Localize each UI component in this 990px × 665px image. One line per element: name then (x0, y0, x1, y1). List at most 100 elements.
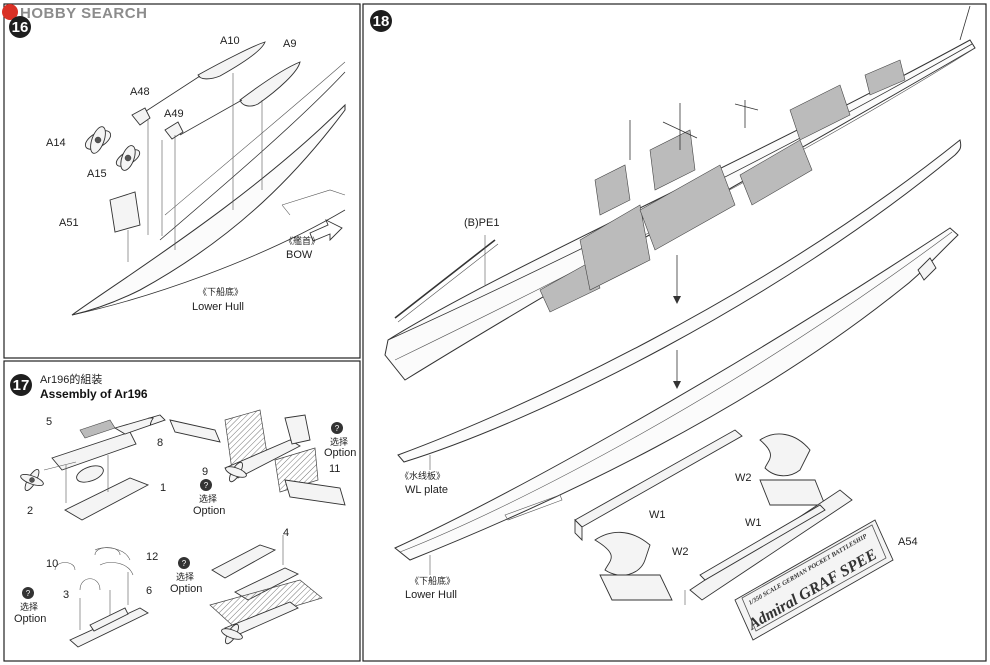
ar196-engine (76, 465, 104, 483)
ship-bridge (579, 204, 651, 291)
ar196-guide-c (43, 461, 77, 471)
label-a54: A54 (898, 536, 918, 548)
step17-badge (10, 374, 32, 396)
label-part-3: 3 (63, 589, 69, 601)
stand-w2-right-base (759, 479, 826, 506)
ar196-tail (113, 414, 166, 435)
label-w2-right: W2 (735, 472, 752, 484)
option-cn-1: 选择 (330, 436, 348, 447)
ship-pe-rail-inner (397, 243, 499, 323)
ship-turret-fore (539, 261, 601, 313)
step16-bow-arrow-icon (309, 219, 343, 242)
stand-w2-right (759, 433, 811, 477)
ship-stern-detail (864, 59, 906, 96)
label-a9: A9 (283, 38, 296, 50)
ar196-struts-10 (54, 547, 121, 591)
label-part-11: 11 (329, 463, 340, 475)
option-marker-2: ? 选择 Option (193, 479, 225, 517)
ship-aft-structure (739, 139, 813, 206)
step17: 17 Ar196的組装 Assembly of Ar196 ? (10, 372, 356, 648)
step18-number: 18 (373, 13, 390, 30)
svg-text:?: ? (26, 589, 31, 598)
step18-arrow-2-head-icon (673, 381, 681, 389)
label-part-10: 10 (46, 558, 58, 570)
stand-w2-left (594, 531, 651, 576)
name-plate-frame (734, 519, 894, 641)
label-a14: A14 (46, 137, 66, 149)
label-bow-en: BOW (286, 249, 313, 261)
ar196-wing-right (284, 479, 346, 506)
step16-part-a14 (84, 126, 112, 154)
ar196-assembled2-propeller-icon (221, 623, 243, 645)
svg-text:?: ? (182, 559, 187, 568)
watermark-text: HOBBY SEARCH (20, 5, 147, 22)
step18: 18 (370, 5, 976, 641)
step17-title-cn: Ar196的組装 (40, 372, 102, 386)
label-wl-en: WL plate (405, 484, 448, 496)
step16-hull-edge2 (164, 61, 346, 216)
stand-w1-right (699, 504, 826, 581)
stand-w1-left-side (574, 518, 583, 542)
label-wl-cn: 《水线板》 (400, 470, 445, 481)
option-marker-1: ? 选择 Option (324, 422, 356, 459)
ar196-struts-12 (94, 547, 134, 576)
step16-lower-hull (71, 103, 346, 316)
ar196-assembled2-float1 (211, 544, 277, 579)
ar196-assembled-propeller-icon (225, 461, 247, 483)
panel-step16 (3, 3, 361, 359)
ar196-canopy (79, 419, 116, 439)
label-part-8: 8 (157, 437, 163, 449)
lower-hull-line (399, 231, 953, 553)
label-part-9: 9 (202, 466, 208, 478)
ar196-wing-left (169, 419, 221, 443)
option-question-icon (331, 422, 343, 434)
step16-part-a51 (109, 191, 141, 233)
option-cn-3: 选择 (176, 571, 194, 582)
option-question-icon (22, 587, 34, 599)
label-part-7: 7 (148, 416, 154, 428)
step16-keel-line (71, 209, 346, 316)
label-w1-left: W1 (649, 509, 666, 521)
ship-yard-2 (662, 121, 698, 139)
label-a10: A10 (220, 35, 240, 47)
watermark-logo-icon (2, 4, 18, 20)
step16-part-a9 (239, 61, 301, 107)
option-en-1: Option (324, 447, 356, 459)
label-bow-cn: 《艦首》 (284, 235, 320, 246)
step17-title-en: Assembly of Ar196 (40, 387, 148, 401)
label-lowerhull-en: Lower Hull (192, 301, 244, 313)
step17-number: 17 (13, 377, 30, 394)
step16-shaft-a9 (179, 99, 243, 136)
name-plate-border (741, 524, 887, 632)
step16-number: 16 (12, 19, 29, 36)
ar196-float-right (89, 607, 129, 632)
option-en-2: Option (193, 505, 225, 517)
option-cn-4: 选择 (20, 601, 38, 612)
label-part-1: 1 (160, 482, 166, 494)
panel-step18 (362, 3, 987, 662)
step16-part-a48 (131, 107, 151, 126)
label-a48: A48 (130, 86, 150, 98)
step16-bow-outline (281, 189, 346, 216)
option-marker-4: ? 选择 Option (14, 587, 46, 625)
option-question-icon (178, 557, 190, 569)
ship-yard-3 (734, 103, 759, 111)
option-en-3: Option (170, 583, 202, 595)
label-a51: A51 (59, 217, 79, 229)
option-en-4: Option (14, 613, 46, 625)
ar196-assembled2-wing (209, 579, 323, 626)
panel-step17 (3, 360, 361, 662)
svg-text:?: ? (204, 481, 209, 490)
step16-part-a15 (115, 145, 141, 171)
label-lowerhull18-en: Lower Hull (405, 589, 457, 601)
ship-tower (594, 164, 631, 216)
ar196-float (64, 477, 150, 521)
option-cn-2: 选择 (199, 493, 217, 504)
step16-badge (9, 16, 31, 38)
ar196-fuselage (51, 431, 137, 471)
svg-text:?: ? (335, 424, 340, 433)
step16-part-a10 (197, 41, 266, 80)
ar196-propeller-icon (20, 468, 44, 492)
label-a49: A49 (164, 108, 184, 120)
